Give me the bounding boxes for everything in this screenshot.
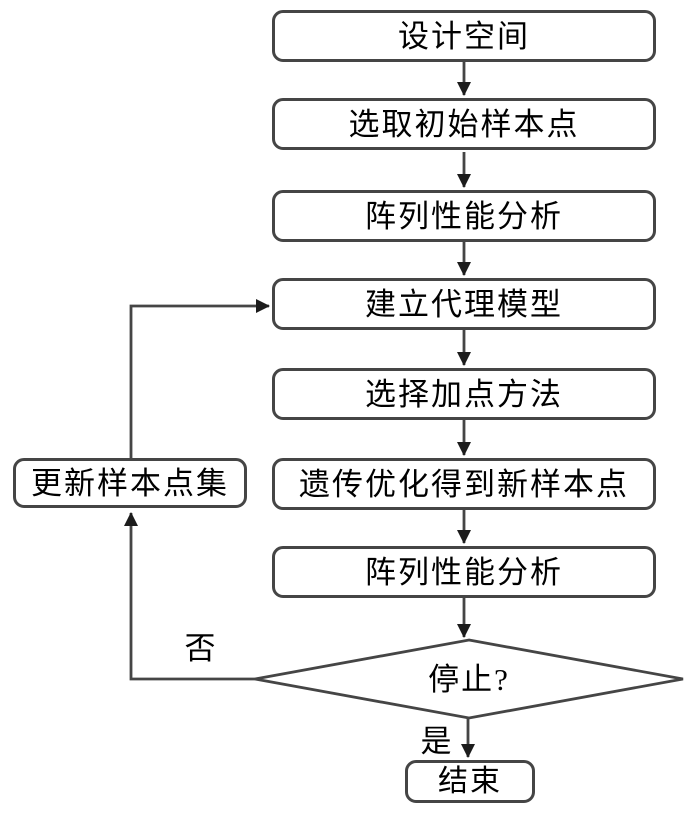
connector-decision-no-to-update [124, 512, 255, 681]
box-array-analysis-2: 阵列性能分析 [272, 546, 656, 598]
decision-stop-label: 停止? [428, 661, 510, 697]
branch-label-no: 否 [184, 631, 216, 666]
box-select-initial-samples: 选取初始样本点 [272, 98, 656, 150]
box-end: 结束 [405, 760, 535, 803]
box-design-space: 设计空间 [272, 10, 656, 62]
box-genetic-optimization: 遗传优化得到新样本点 [272, 458, 656, 510]
box-select-infill-method: 选择加点方法 [272, 368, 656, 420]
branch-label-yes: 是 [420, 724, 452, 759]
connector-update-to-surrogate [129, 299, 270, 458]
box-build-surrogate-model: 建立代理模型 [272, 278, 656, 330]
box-array-analysis-1: 阵列性能分析 [272, 190, 656, 242]
box-update-sample-set: 更新样本点集 [13, 458, 247, 508]
